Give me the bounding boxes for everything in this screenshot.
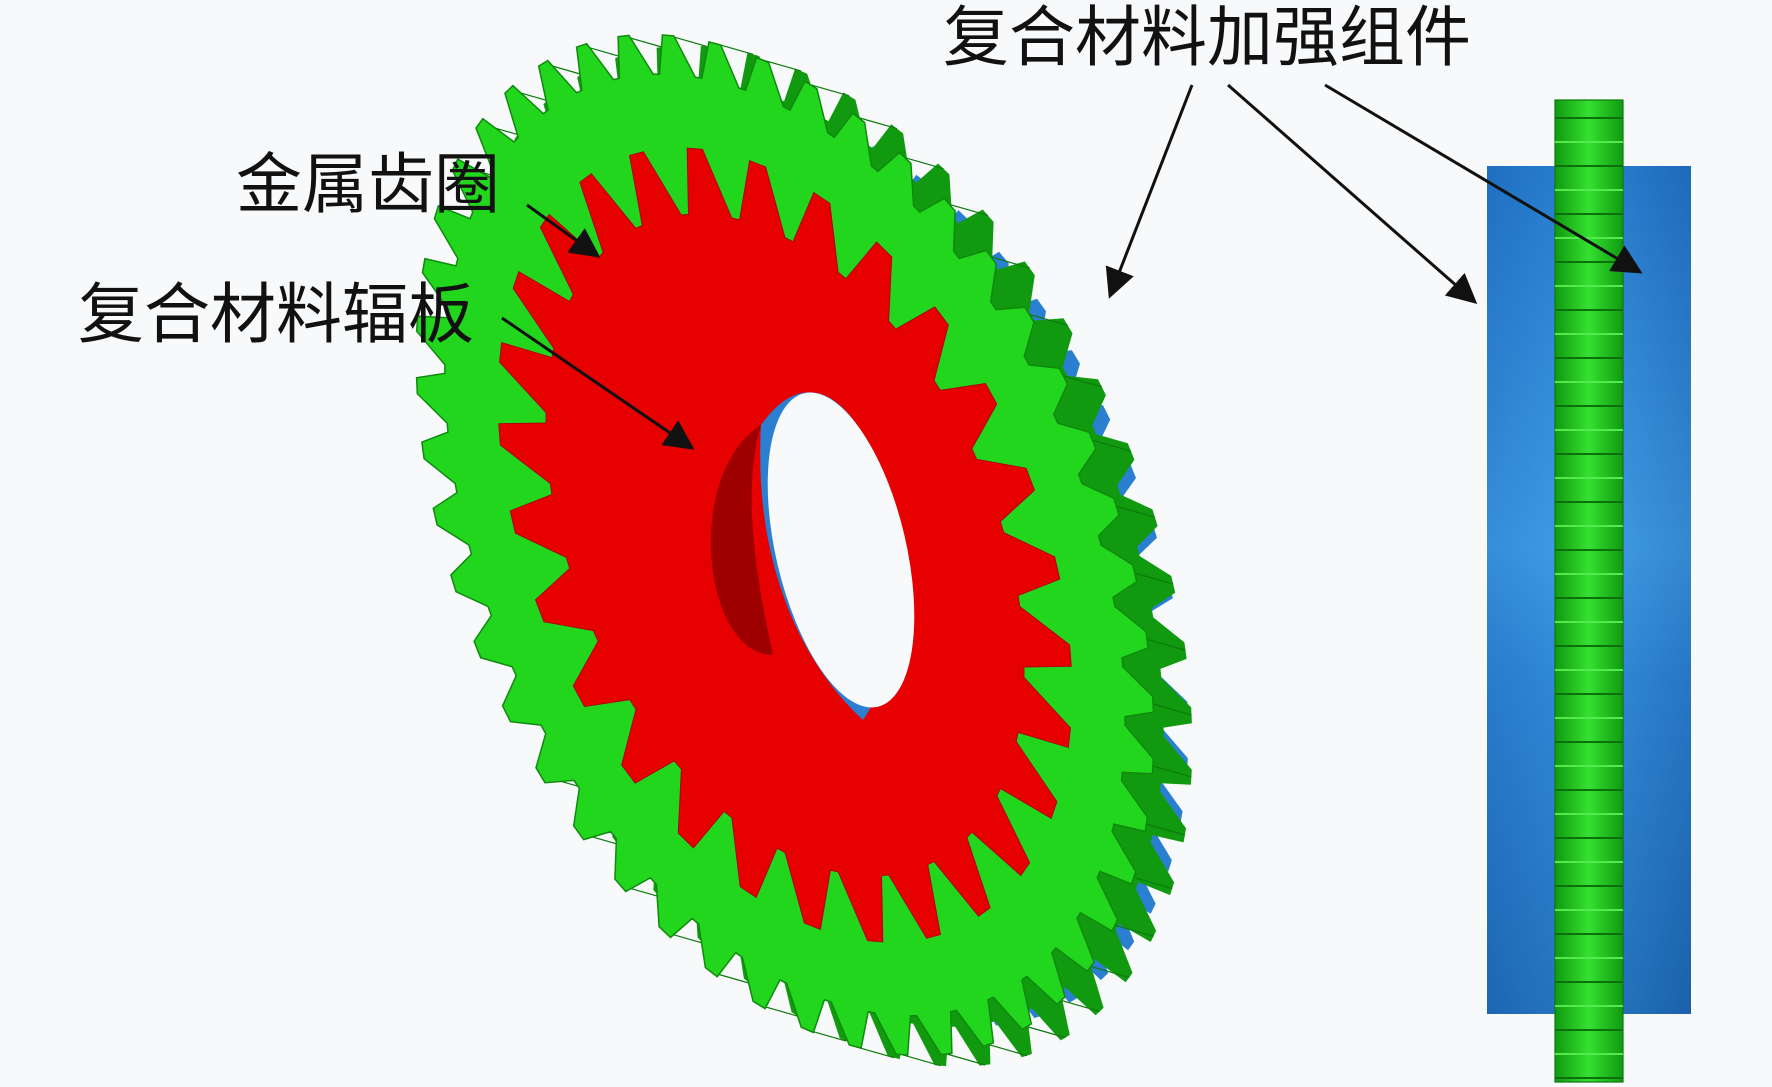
tooth-side-edge: [1146, 638, 1186, 651]
tooth-side-edge: [1026, 1026, 1066, 1039]
tooth-side-edge: [946, 1053, 986, 1066]
tooth-side-edge: [988, 1044, 1028, 1057]
tooth-edge-lines: [1555, 117, 1623, 1079]
bore-hole: [767, 392, 915, 708]
tooth-side-edge: [1114, 924, 1154, 937]
tooth-side-edge: [1146, 823, 1186, 836]
tooth-side-edge: [1029, 313, 1068, 327]
arrow-reinforcement-side-left: [1227, 83, 1478, 304]
arrow-reinforcement-gear: [1105, 84, 1194, 299]
bore-inner-wall: [710, 425, 773, 655]
tooth-side-edge: [810, 84, 850, 97]
tooth-side-edge: [1152, 765, 1192, 778]
tooth-side-edge: [858, 117, 898, 130]
tooth-side-edge: [762, 59, 802, 72]
tooth-side-edge: [855, 1046, 895, 1059]
arrow-reinforcement-side-right: [1324, 83, 1643, 274]
tooth-side-edge: [1090, 965, 1130, 979]
tooth-side-edge: [1134, 572, 1174, 585]
tooth-side-edge: [901, 1054, 941, 1067]
label-reinforcement: 复合材料加强组件: [943, 0, 1471, 76]
tooth-side-edge: [949, 203, 989, 217]
tooth-side-edge: [991, 256, 1030, 269]
arrow-metal-ring: [526, 203, 601, 258]
label-composite-web: 复合材料辐板: [78, 276, 474, 353]
tooth-side-edge: [1152, 703, 1192, 716]
tooth-side-edge: [904, 157, 944, 170]
tooth-side-edge: [1063, 375, 1102, 388]
tooth-side-edge: [1061, 999, 1100, 1013]
leader-arrows: [501, 83, 1643, 450]
gear-3d-view: [415, 34, 1192, 1067]
tooth-side-edge: [1092, 439, 1132, 452]
tooth-side-edge: [1133, 876, 1173, 890]
gear-side-view: [1487, 99, 1691, 1083]
arrow-composite-web: [501, 316, 695, 450]
tooth-side-edge: [1116, 505, 1156, 518]
label-metal-ring: 金属齿圈: [236, 146, 500, 223]
